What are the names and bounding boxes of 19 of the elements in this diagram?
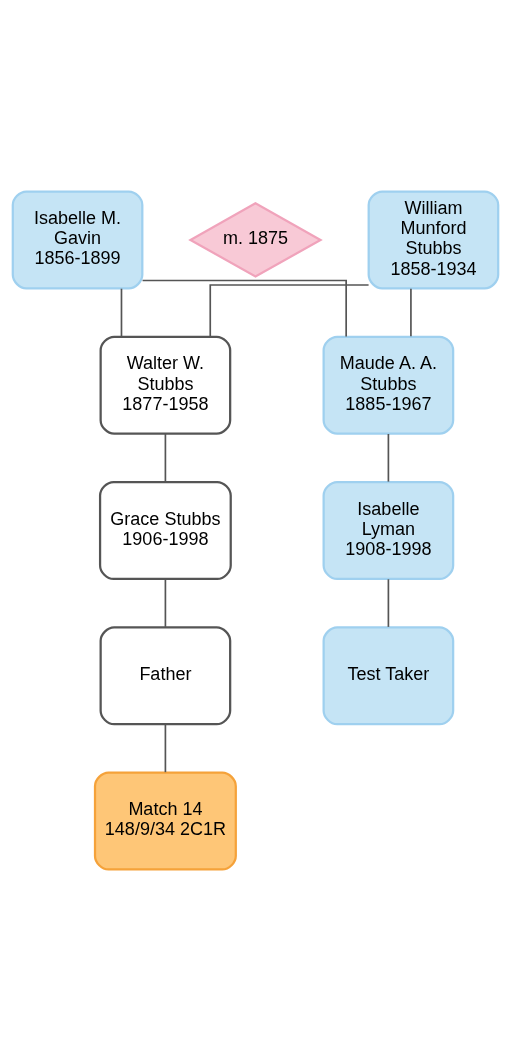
node-box: Father bbox=[99, 626, 232, 726]
connector bbox=[164, 723, 167, 773]
node-box: Test Taker bbox=[322, 626, 455, 726]
node-box: Match 14 148/9/34 2C1R bbox=[93, 771, 237, 871]
node-box: Isabelle Lyman 1908-1998 bbox=[322, 480, 455, 581]
node-box: Grace Stubbs 1906-1998 bbox=[98, 480, 232, 581]
node-box: Walter W. Stubbs 1877-1958 bbox=[99, 335, 232, 435]
connector bbox=[410, 287, 412, 338]
connector bbox=[209, 284, 370, 338]
node-box: Isabelle M. Gavin 1856-1899 bbox=[11, 190, 144, 290]
connector bbox=[387, 433, 390, 483]
node-box: William Munford Stubbs 1858-1934 bbox=[367, 190, 500, 290]
connector bbox=[120, 287, 123, 338]
connector bbox=[141, 279, 347, 338]
node-diamond: m. 1875 bbox=[188, 202, 323, 278]
node-box: Maude A. A. Stubbs 1885-1967 bbox=[322, 335, 455, 435]
connector bbox=[164, 578, 167, 628]
connector bbox=[164, 433, 167, 483]
connector bbox=[387, 578, 390, 628]
